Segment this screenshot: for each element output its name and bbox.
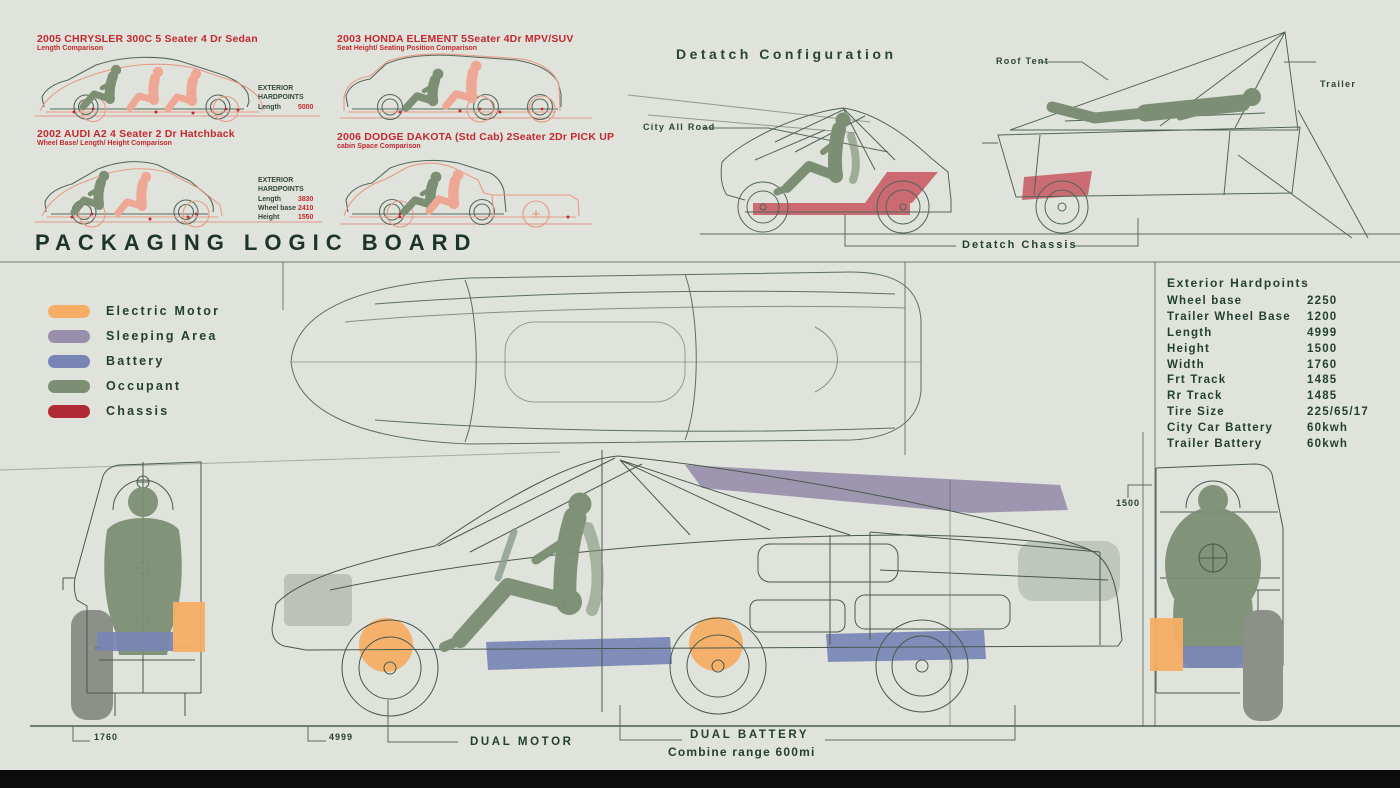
- dual-motor-callout: DUAL MOTOR: [470, 736, 574, 748]
- hardpoints-mini-title: EXTERIOR HARDPOINTS: [258, 85, 304, 102]
- page-title: PACKAGING LOGIC BOARD: [35, 230, 478, 255]
- spec-row: Length 5000: [258, 103, 314, 111]
- bottom-bar: [0, 770, 1400, 788]
- dual-battery-note: Combine range 600mi: [668, 745, 816, 759]
- comparison-title: 2003 HONDA ELEMENT 5Seater 4Dr MPV/SUV: [337, 33, 574, 45]
- legend-item-occupant: Occupant: [48, 379, 220, 393]
- rear-height-dimension: 1500: [1116, 498, 1141, 508]
- chassis-swatch: [48, 404, 90, 418]
- comparison-title: 2002 AUDI A2 4 Seater 2 Dr Hatchback: [37, 128, 235, 140]
- plan-view-drawing: [290, 271, 922, 445]
- audi-comparison-drawing: [41, 161, 223, 228]
- legend-item-electric-motor: Electric Motor: [48, 304, 220, 318]
- legend-label: Chassis: [106, 404, 170, 418]
- electric-motor-swatch: [48, 304, 90, 318]
- honda-comparison-drawing: [343, 53, 562, 123]
- legend-item-battery: Battery: [48, 354, 220, 368]
- spec-row: Height 1550: [258, 214, 314, 222]
- comparison-title: 2005 CHRYSLER 300C 5 Seater 4 Dr Sedan: [37, 33, 258, 45]
- side-view-drawing: [271, 450, 1123, 726]
- detach-trailer-drawing: [982, 31, 1369, 239]
- comparison-card-honda: 2003 HONDA ELEMENT 5Seater 4Dr MPV/SUV S…: [337, 33, 574, 52]
- comparison-subtitle: Length Comparison: [37, 45, 104, 52]
- comparison-subtitle: cabin Space Comparison: [337, 143, 421, 150]
- dodge-comparison-drawing: [343, 159, 580, 228]
- city-all-road-label: City All Road: [643, 122, 716, 132]
- audi-hardpoints: EXTERIOR HARDPOINTS Length 3830 Wheel ba…: [258, 176, 328, 223]
- comparison-card-chrysler: 2005 CHRYSLER 300C 5 Seater 4 Dr Sedan L…: [37, 33, 258, 52]
- legend-label: Sleeping Area: [106, 329, 218, 343]
- battery-swatch: [48, 354, 90, 368]
- comparison-subtitle: Wheel Base/ Length/ Height Comparison: [37, 140, 172, 147]
- hardpoints-title: Exterior Hardpoints: [1167, 276, 1310, 290]
- front-view-drawing: [62, 461, 205, 720]
- sleeping-area-swatch: [48, 329, 90, 343]
- rear-view-drawing: [1150, 463, 1284, 721]
- trailer-label: Trailer: [1320, 79, 1357, 89]
- detach-city-car-drawing: [720, 107, 952, 234]
- comparison-subtitle: Seat Height/ Seating Position Comparison: [337, 45, 478, 52]
- chrysler-comparison-drawing: [39, 56, 263, 123]
- overall-length-dimension: 4999: [329, 732, 354, 742]
- occupant-swatch: [48, 379, 90, 393]
- spec-row: Wheel base 2410: [258, 204, 314, 212]
- legend-label: Occupant: [106, 379, 182, 393]
- roof-tent-label: Roof Tent: [996, 56, 1050, 66]
- dual-battery-callout: DUAL BATTERY: [690, 729, 810, 741]
- comparison-title: 2006 DODGE DAKOTA (Std Cab) 2Seater 2Dr …: [337, 131, 615, 143]
- front-width-dimension: 1760: [94, 732, 119, 742]
- legend-item-sleeping-area: Sleeping Area: [48, 329, 220, 343]
- spec-row: Length 3830: [258, 195, 314, 203]
- hardpoints-mini-title: EXTERIOR HARDPOINTS: [258, 177, 304, 194]
- legend-label: Electric Motor: [106, 304, 221, 318]
- comparison-card-dodge: 2006 DODGE DAKOTA (Std Cab) 2Seater 2Dr …: [337, 131, 614, 150]
- legend-item-chassis: Chassis: [48, 404, 220, 418]
- comparison-card-audi: 2002 AUDI A2 4 Seater 2 Dr Hatchback Whe…: [37, 128, 235, 147]
- legend: Electric Motor Sleeping Area Battery Occ…: [48, 304, 220, 418]
- detach-config-title: Detatch Configuration: [676, 46, 897, 62]
- legend-label: Battery: [106, 354, 165, 368]
- detatch-chassis-label: Detatch Chassis: [962, 239, 1078, 251]
- chrysler-hardpoints: EXTERIOR HARDPOINTS Length 5000: [258, 84, 322, 112]
